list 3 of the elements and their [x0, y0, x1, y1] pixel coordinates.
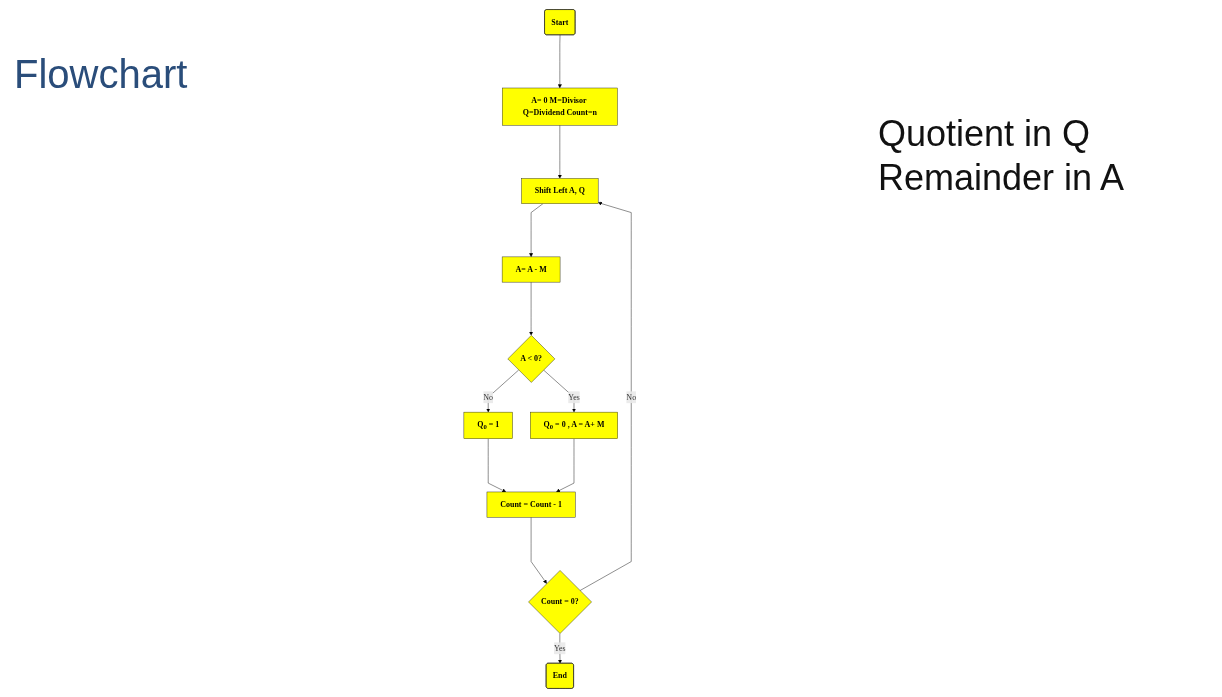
note-text: Remainder in A	[878, 156, 1125, 200]
diagram-title: Flowchart	[14, 52, 188, 97]
note-text: Quotient in Q	[878, 112, 1092, 156]
